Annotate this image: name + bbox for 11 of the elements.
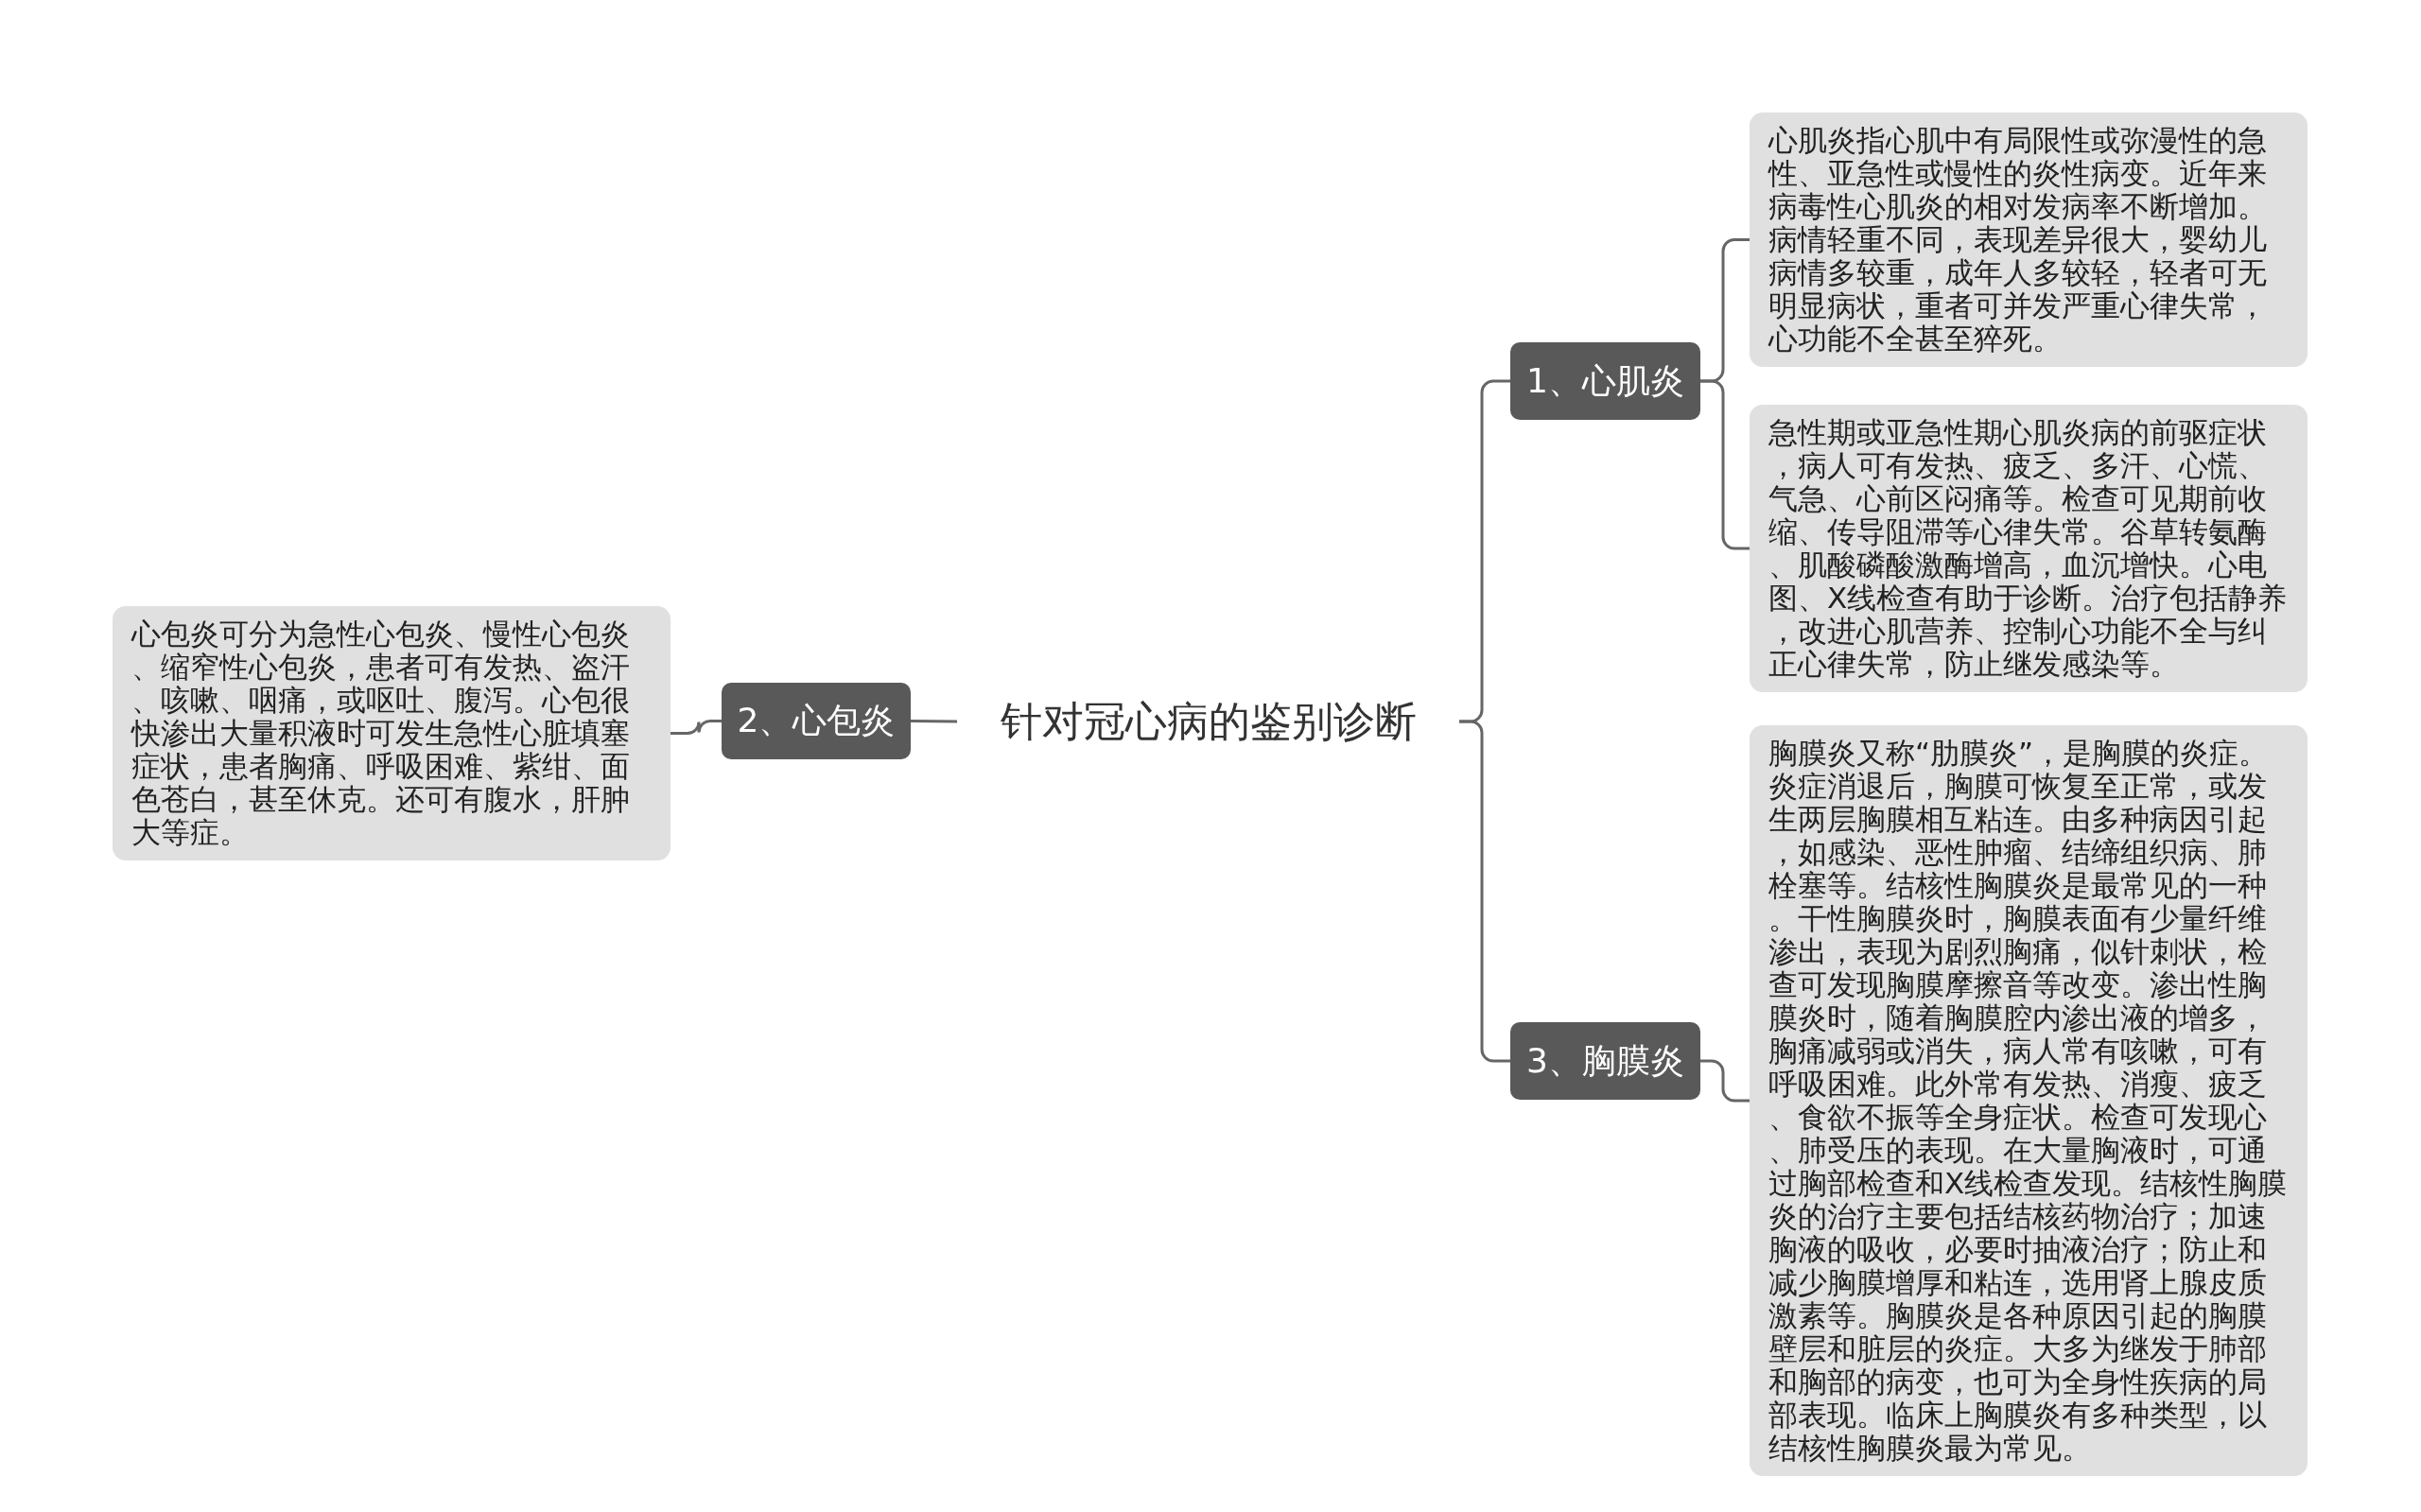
- connector-line: [911, 720, 957, 723]
- note-card: 急性期或亚急性期心肌炎病的前驱症状，病人可有发热、疲乏、多汗、心慌、气急、心前区闷痛等。检查可见期前收缩、传导阻滞等心律失常。谷草转氨酶、肌酸磷酸激酶增高，血沉增快。心电图、X线检查有助于诊断。治疗包括静养，改进心肌营养、控制心功能不全与纠正心律失常，防止继发感染等。: [1750, 405, 2308, 692]
- note-card: 心包炎可分为急性心包炎、慢性心包炎、缩窄性心包炎，患者可有发热、盗汗、咳嗽、咽痛，或呕吐、腹泻。心包很快渗出大量积液时可发生急性心脏填塞症状，患者胸痛、呼吸困难、紫绀、面色苍白，甚至休克。还可有腹水，肝肿大等症。: [113, 606, 671, 860]
- topic-box: 3、胸膜炎: [1510, 1022, 1700, 1100]
- note-card: 心肌炎指心肌中有局限性或弥漫性的急性、亚急性或慢性的炎性病变。近年来病毒性心肌炎的相对发病率不断增加。病情轻重不同，表现差异很大，婴幼儿病情多较重，成年人多较轻，轻者可无明显病状，重者可并发严重心律失常，心功能不全甚至猝死。: [1750, 113, 2308, 367]
- topic-box: 2、心包炎: [722, 683, 911, 759]
- title-text: 针对冠心病的鉴别诊断: [1000, 695, 1417, 747]
- topic-box: 1、心肌炎: [1510, 342, 1700, 420]
- note-card: 胸膜炎又称“肋膜炎”，是胸膜的炎症。炎症消退后，胸膜可恢复至正常，或发生两层胸膜相互粘连。由多种病因引起，如感染、恶性肿瘤、结缔组织病、肺栓塞等。结核性胸膜炎是最常见的一种。干性胸膜炎时，胸膜表面有少量纤维渗出，表现为剧烈胸痛，似针刺状，检查可发现胸膜摩擦音等改变。渗出性胸膜炎时，随着胸膜腔内渗出液的增多，胸痛减弱或消失，病人常有咳嗽，可有呼吸困难。此外常有发热、消瘦、疲乏、食欲不振等全身症状。检查可发现心、肺受压的表现。在大量胸液时，可通过胸部检查和X线检查发现。结核性胸膜炎的治疗主要包括结核药物治疗；加速胸液的吸收，必要时抽液治疗；防止和减少胸膜增厚和粘连，选用肾上腺皮质激素等。胸膜炎是各种原因引起的胸膜壁层和脏层的炎症。大多为继发于肺部和胸部的病变，也可为全身性疾病的局部表现。临床上胸膜炎有多种类型，以结核性胸膜炎最为常见。: [1750, 725, 2308, 1476]
- connector-line: [1700, 1059, 1750, 1103]
- connector-line: [671, 720, 722, 735]
